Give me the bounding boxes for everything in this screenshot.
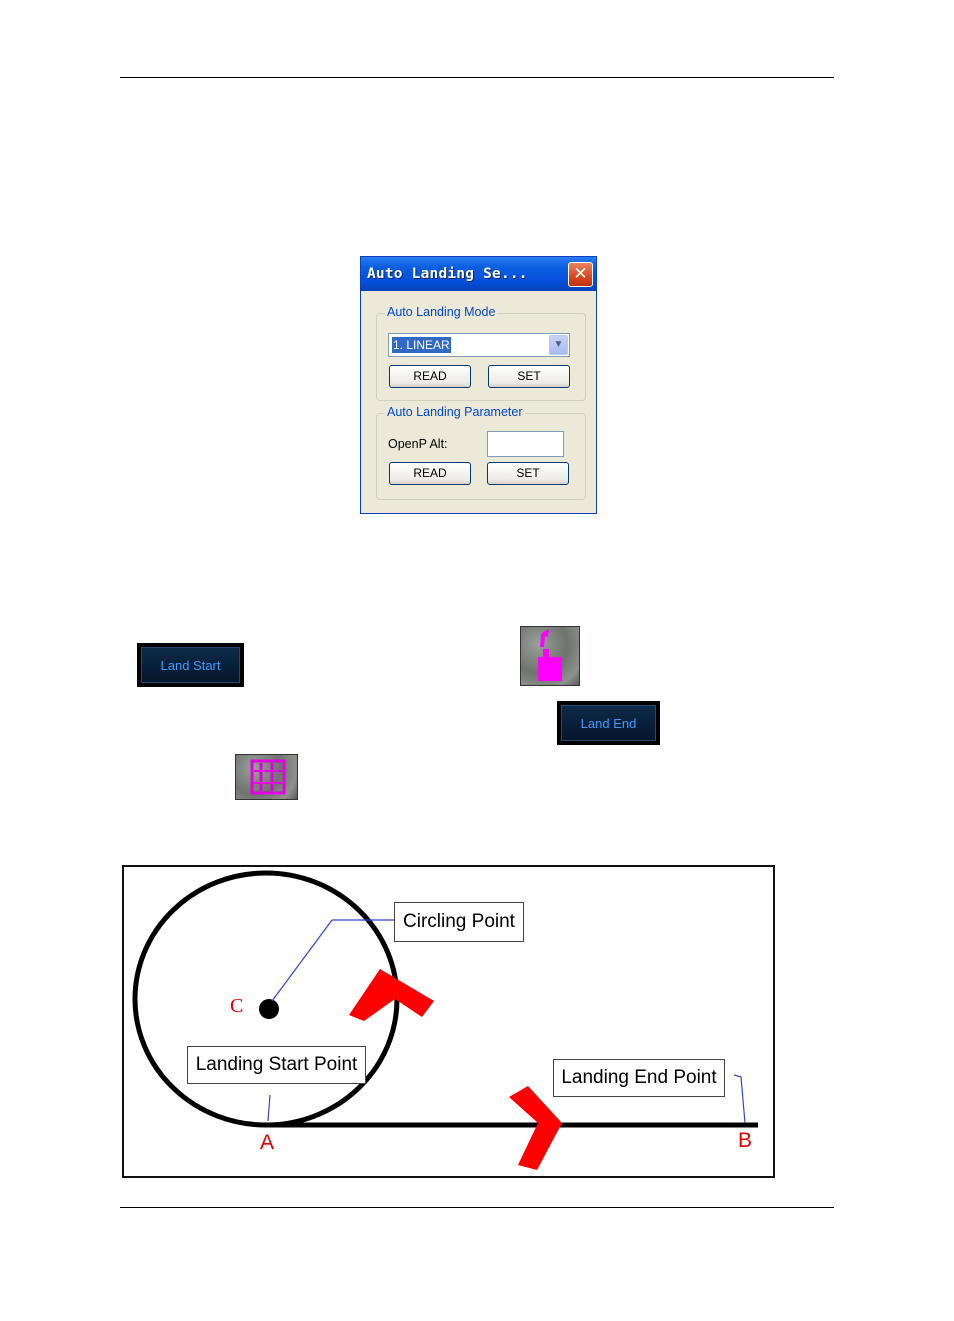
param-set-button[interactable]: SET xyxy=(487,462,569,485)
header-rule xyxy=(120,77,834,78)
auto-landing-mode-group: Auto Landing Mode 1. LINEAR ▼ READ SET xyxy=(376,313,586,401)
circling-center-point xyxy=(259,999,279,1019)
openp-alt-input[interactable] xyxy=(487,431,564,457)
dialog-body: Auto Landing Mode 1. LINEAR ▼ READ SET A… xyxy=(364,291,593,510)
openp-alt-label: OpenP Alt: xyxy=(388,437,448,451)
dialog-titlebar[interactable]: Auto Landing Se... ✕ xyxy=(361,257,596,291)
param-read-button[interactable]: READ xyxy=(389,462,471,485)
landing-end-leader-line xyxy=(734,1075,745,1123)
plane-circling-icon xyxy=(349,969,434,1021)
footer-rule xyxy=(120,1207,834,1208)
land-start-label: Land Start xyxy=(141,647,240,683)
circling-path xyxy=(135,873,397,1125)
mode-read-button[interactable]: READ xyxy=(389,365,471,388)
landing-start-point-callout: Landing Start Point xyxy=(187,1046,366,1084)
landing-path-diagram: Circling Point Landing Start Point Landi… xyxy=(122,865,775,1178)
circling-point-callout: Circling Point xyxy=(394,902,524,942)
landing-start-marker-icon xyxy=(520,626,580,686)
dialog-title: Auto Landing Se... xyxy=(367,266,528,282)
point-b-label: B xyxy=(738,1129,752,1153)
landing-end-point-callout: Landing End Point xyxy=(553,1059,725,1097)
plane-landing-icon xyxy=(509,1086,562,1170)
point-c-label: C xyxy=(230,995,243,1018)
landing-end-marker-icon xyxy=(235,754,298,800)
chevron-down-icon[interactable]: ▼ xyxy=(549,335,568,355)
land-end-label: Land End xyxy=(561,705,656,741)
land-end-button[interactable]: Land End xyxy=(557,701,660,745)
landing-mode-select[interactable]: 1. LINEAR ▼ xyxy=(388,333,570,357)
point-a-label: A xyxy=(260,1131,274,1155)
mode-group-legend: Auto Landing Mode xyxy=(385,305,497,319)
auto-landing-dialog: Auto Landing Se... ✕ Auto Landing Mode 1… xyxy=(360,256,597,514)
mode-set-button[interactable]: SET xyxy=(488,365,570,388)
auto-landing-parameter-group: Auto Landing Parameter OpenP Alt: READ S… xyxy=(376,413,586,500)
landing-start-leader-line xyxy=(268,1095,270,1121)
land-start-button[interactable]: Land Start xyxy=(137,643,244,687)
landing-mode-selected: 1. LINEAR xyxy=(392,337,451,353)
parameter-group-legend: Auto Landing Parameter xyxy=(385,405,525,419)
close-icon[interactable]: ✕ xyxy=(568,262,593,287)
circling-leader-line xyxy=(272,920,332,1001)
